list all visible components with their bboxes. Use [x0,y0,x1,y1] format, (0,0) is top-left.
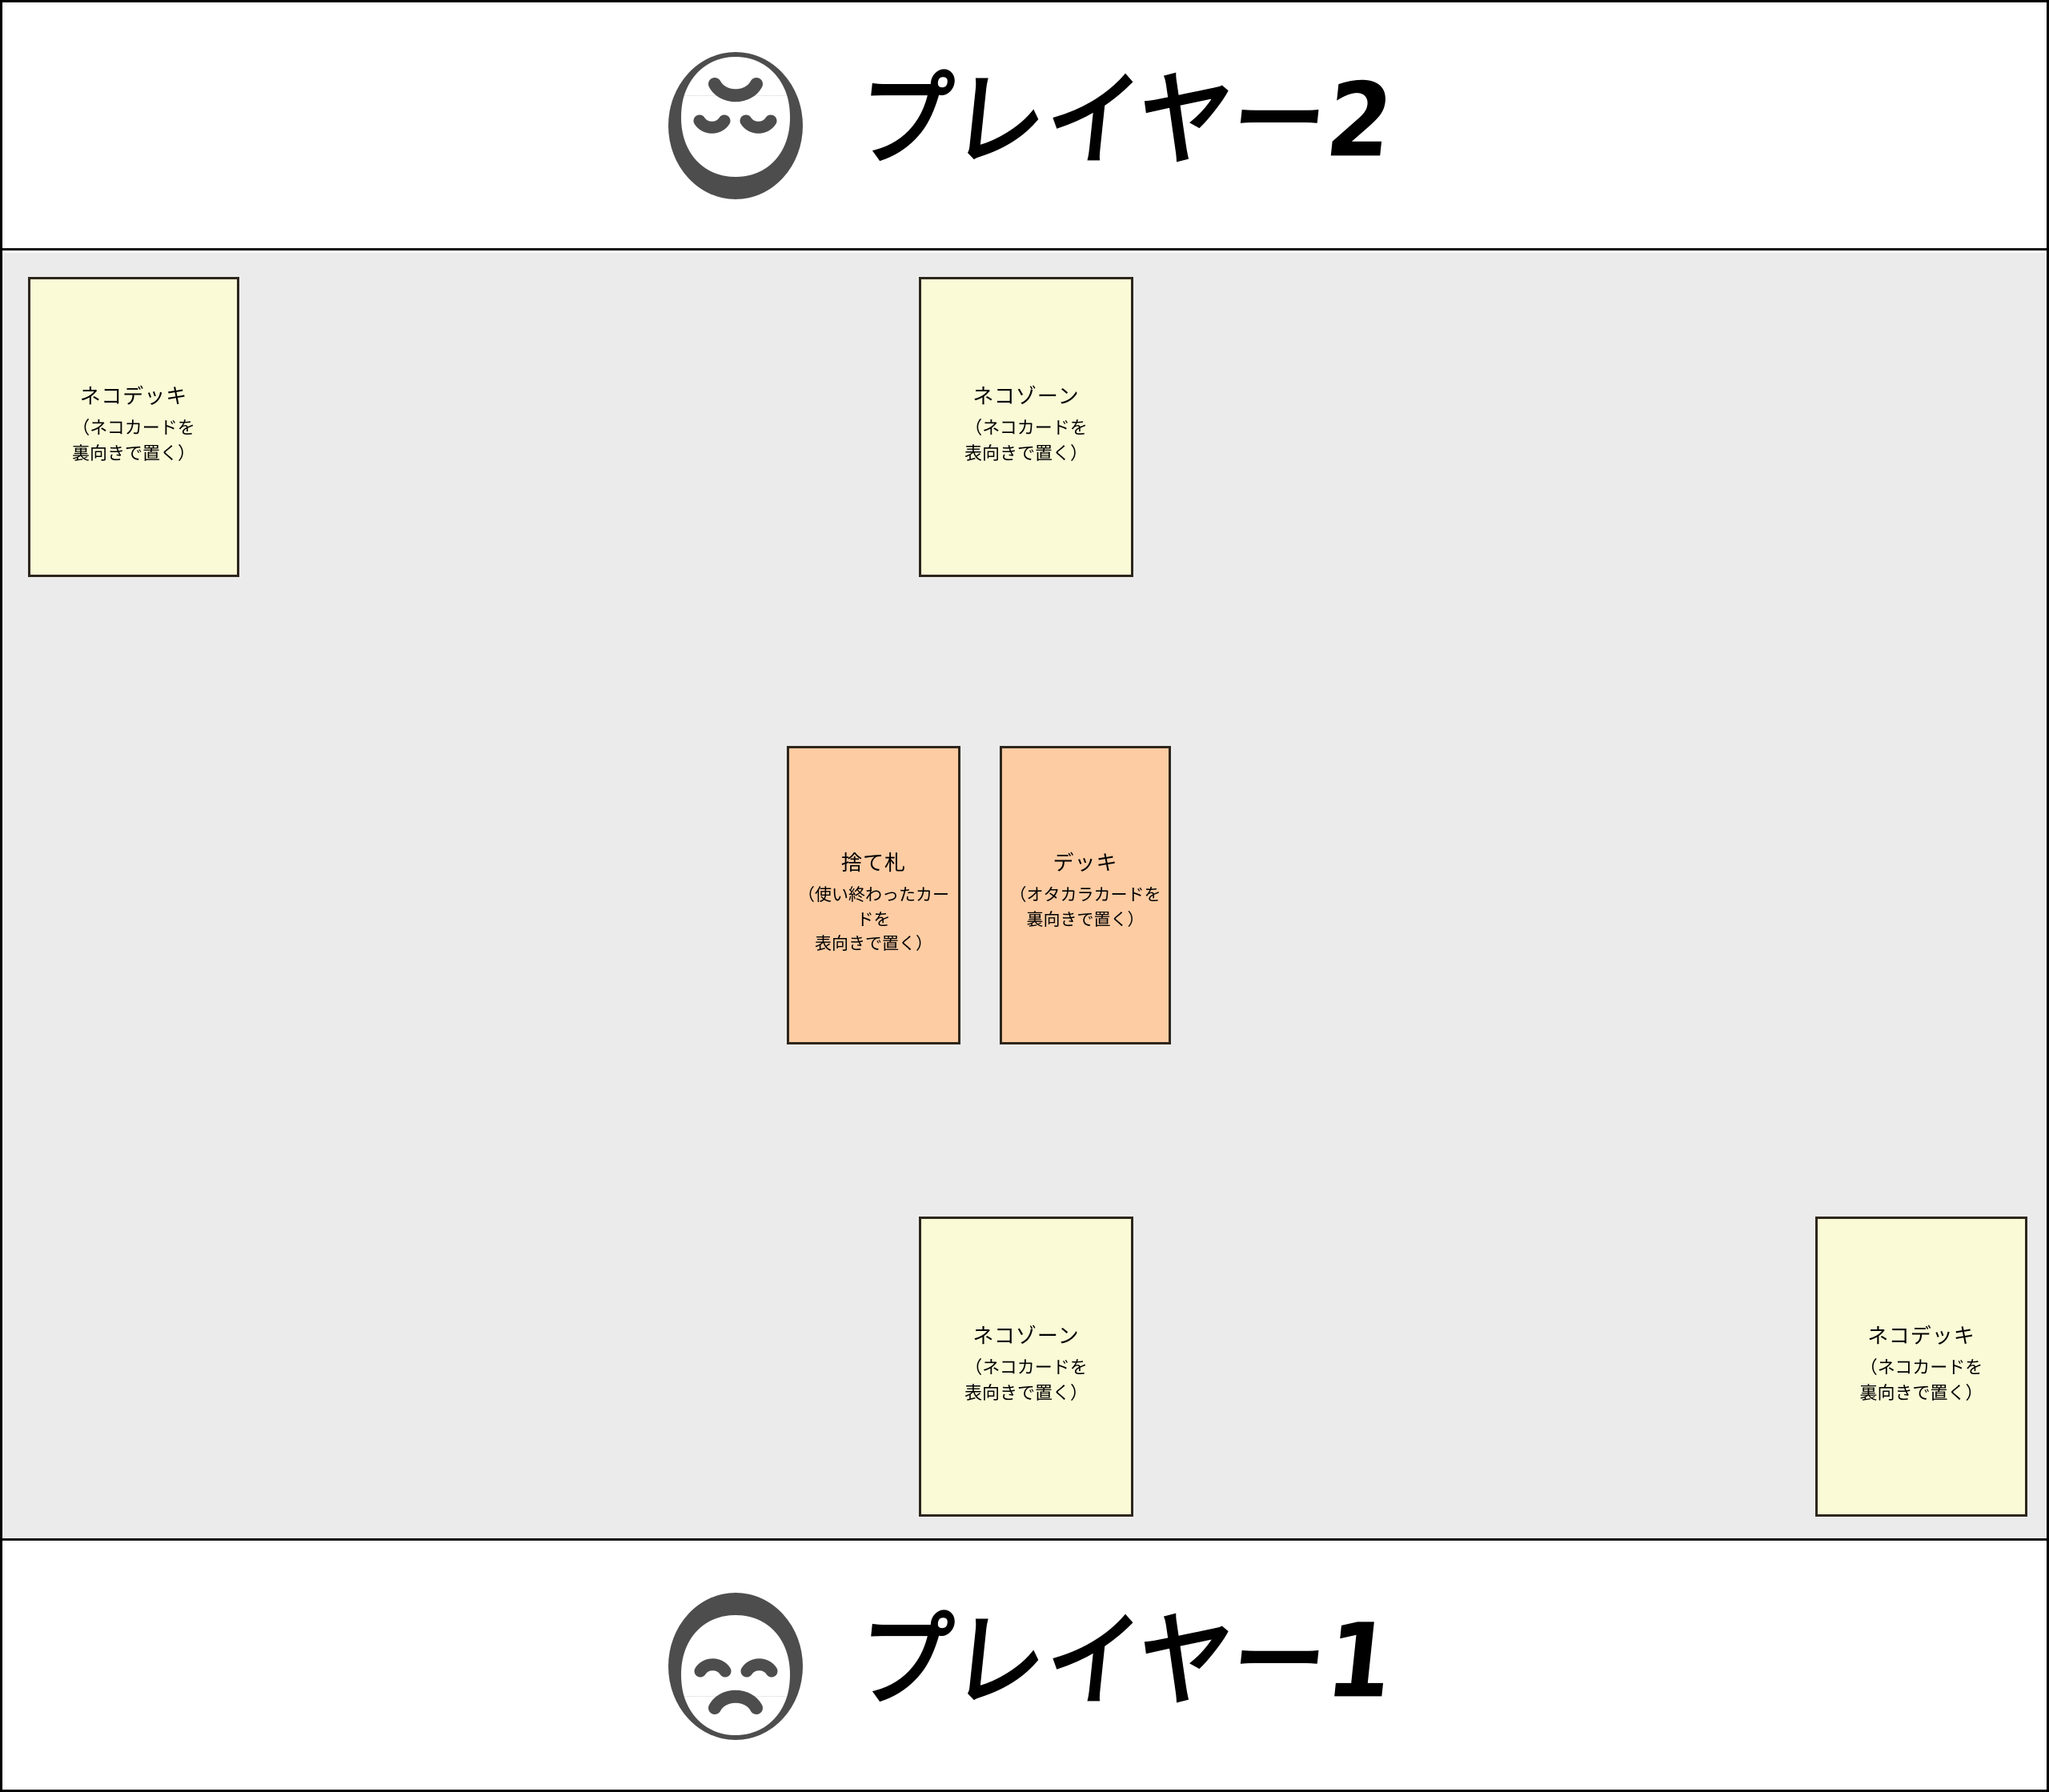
zone-neko-deck-player2[interactable]: ネコデッキ （ネコカードを 裏向きで置く） [28,277,239,577]
player1-header: プレイヤー1 [2,1538,2047,1790]
player1-name: プレイヤー1 [852,1602,1401,1722]
zone-title: ネコデッキ [1867,1325,1975,1349]
zone-title: 捨て札 [840,852,906,876]
player2-name: プレイヤー2 [852,61,1401,180]
zone-subtitle: （ネコカードを 裏向きで置く） [71,419,195,464]
zone-subtitle: （ネコカードを 裏向きで置く） [1859,1358,1983,1404]
zone-neko-deck-player1[interactable]: ネコデッキ （ネコカードを 裏向きで置く） [1815,1217,2027,1517]
smiling-face-icon [668,1593,804,1740]
zone-title: デッキ [1053,852,1118,876]
sad-face-icon [668,51,804,199]
zone-subtitle: （オタカラカードを 裏向きで置く） [1009,885,1161,929]
zone-discard-pile[interactable]: 捨て札 （使い終わったカードを 表向きで置く） [787,746,960,1044]
zone-neko-zone-player1[interactable]: ネコゾーン （ネコカードを 表向きで置く） [919,1217,1133,1517]
zone-main-deck[interactable]: デッキ （オタカラカードを 裏向きで置く） [1000,746,1171,1044]
zone-title: ネコデッキ [79,385,188,409]
zone-subtitle: （使い終わったカードを 表向きで置く） [798,885,949,953]
zone-title: ネコゾーン [972,385,1080,409]
zone-title: ネコゾーン [972,1325,1080,1349]
play-area: ネコデッキ （ネコカードを 裏向きで置く） ネコゾーン （ネコカードを 表向きで… [2,253,2047,1538]
zone-subtitle: （ネコカードを 表向きで置く） [964,419,1088,464]
player2-header: プレイヤー2 [2,2,2047,251]
zone-subtitle: （ネコカードを 表向きで置く） [964,1358,1088,1404]
zone-neko-zone-player2[interactable]: ネコゾーン （ネコカードを 表向きで置く） [919,277,1133,577]
